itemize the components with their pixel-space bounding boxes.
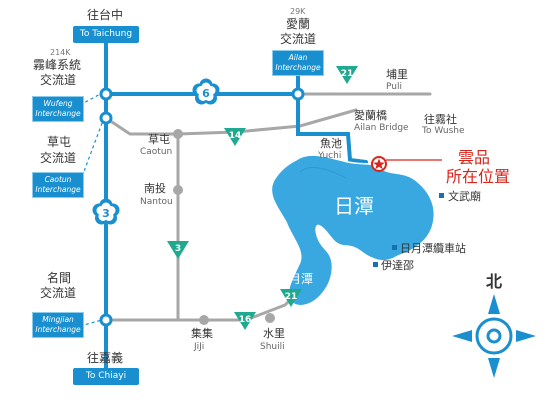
hotel-line2: 所在位置 [446, 167, 511, 186]
mingjian-interchange-node [99, 313, 113, 327]
poi-wenwu-dot [439, 193, 444, 198]
mingjian-ic-label2: 交流道 [40, 286, 77, 300]
town-caotun-dot [173, 129, 183, 139]
wufeng-ic-en1: Wufeng [43, 99, 73, 108]
chiayi-tag: To Chiayi [73, 368, 139, 385]
route-21-north-number: 21 [341, 69, 354, 79]
wufeng-km: 214K [50, 48, 71, 57]
star-icon [373, 158, 385, 170]
ailan-ic-tag: Ailan Interchange [272, 50, 324, 76]
route-14-shield [224, 128, 246, 146]
route-16-number: 16 [239, 315, 252, 325]
wufeng-ic-en2: Interchange [35, 109, 81, 118]
puli-label: 埔里 [386, 68, 408, 81]
cableway-label: 日月潭纜車站 [400, 242, 466, 255]
mingjian-ic-tag: Mingjian Interchange [32, 312, 84, 338]
jiji-en: JiJi [194, 342, 205, 352]
freeway-6-shield: 6 [192, 78, 220, 105]
moon-lake-label: 月潭 [289, 272, 314, 286]
ailan-bridge-en: Ailan Bridge [354, 123, 409, 133]
caotun-town-en: Caotun [140, 147, 173, 157]
route-14-number: 14 [229, 131, 242, 141]
wufeng-interchange-node [99, 87, 113, 101]
wufeng-ic-label2: 交流道 [40, 73, 77, 87]
freeway-6-number: 6 [202, 87, 210, 100]
caotun-ic-tag: Caotun Interchange [32, 172, 84, 198]
wufeng-ic-label1: 霧峰系統 [33, 58, 82, 72]
ita-thao-label: 伊達邵 [381, 259, 414, 272]
caotun-ic-en1: Caotun [44, 175, 72, 184]
ailan-ic-en2: Interchange [275, 63, 321, 72]
shuili-en: Shuili [260, 342, 285, 352]
mingjian-ic-label1: 名間 [47, 271, 72, 285]
town-nantou-dot [173, 185, 183, 195]
caotun-ic-label1: 草屯 [47, 135, 72, 149]
hotel-label: 雲品 所在位置 [446, 148, 510, 186]
wenwu-label: 文武廟 [448, 190, 481, 203]
ailan-ic-label1: 愛蘭 [286, 17, 311, 31]
jiji-label: 集集 [191, 327, 213, 340]
caotun-ic-label2: 交流道 [40, 151, 77, 165]
wufeng-ic-tag: Wufeng Interchange [32, 96, 84, 122]
yuchi-label: 魚池 [320, 137, 342, 150]
taichung-label: 往台中 [87, 8, 124, 22]
shuili-label: 水里 [263, 327, 285, 340]
town-shuili-dot [265, 313, 275, 323]
hotel-line1: 雲品 [458, 148, 491, 167]
caotun-town-label: 草屯 [148, 133, 170, 146]
puli-en: Puli [386, 82, 402, 92]
compass-north-label: 北 [486, 272, 503, 291]
nantou-en: Nantou [140, 197, 173, 207]
route-21-south-number: 21 [285, 292, 298, 302]
poi-cableway-dot [392, 245, 397, 250]
wushe-label: 往霧社 [424, 113, 457, 126]
yuchi-en: Yuchi [318, 151, 342, 161]
route-16-shield [234, 312, 256, 330]
ailan-interchange-node [291, 87, 305, 101]
ailan-ic-en1: Ailan [288, 53, 308, 62]
town-jiji-dot [199, 315, 209, 325]
ailan-bridge-label: 愛蘭橋 [354, 109, 387, 122]
route-21-north-shield [336, 66, 358, 84]
route-3-number: 3 [175, 244, 181, 254]
ailan-ic-label2: 交流道 [280, 32, 317, 46]
nantou-label: 南投 [144, 182, 166, 195]
caotun-interchange-node [99, 111, 113, 125]
wushe-en: To Wushe [422, 126, 465, 136]
mingjian-ic-en1: Mingjian [42, 315, 74, 324]
sun-lake-label: 日潭 [334, 194, 374, 218]
mingjian-ic-en2: Interchange [35, 325, 81, 334]
sun-moon-lake [270, 154, 436, 307]
route-21-south-shield [280, 289, 302, 307]
compass-icon [452, 294, 536, 378]
freeway-6 [104, 92, 368, 164]
chiayi-label: 往嘉義 [87, 351, 124, 365]
taichung-tag: To Taichung [73, 26, 139, 43]
freeway-3-shield: 3 [92, 198, 120, 225]
route-3-shield [167, 241, 189, 259]
caotun-ic-en2: Interchange [35, 185, 81, 194]
poi-ita-thao-dot [373, 262, 378, 267]
ailan-km: 29K [290, 7, 306, 16]
freeway-3-number: 3 [102, 207, 110, 220]
